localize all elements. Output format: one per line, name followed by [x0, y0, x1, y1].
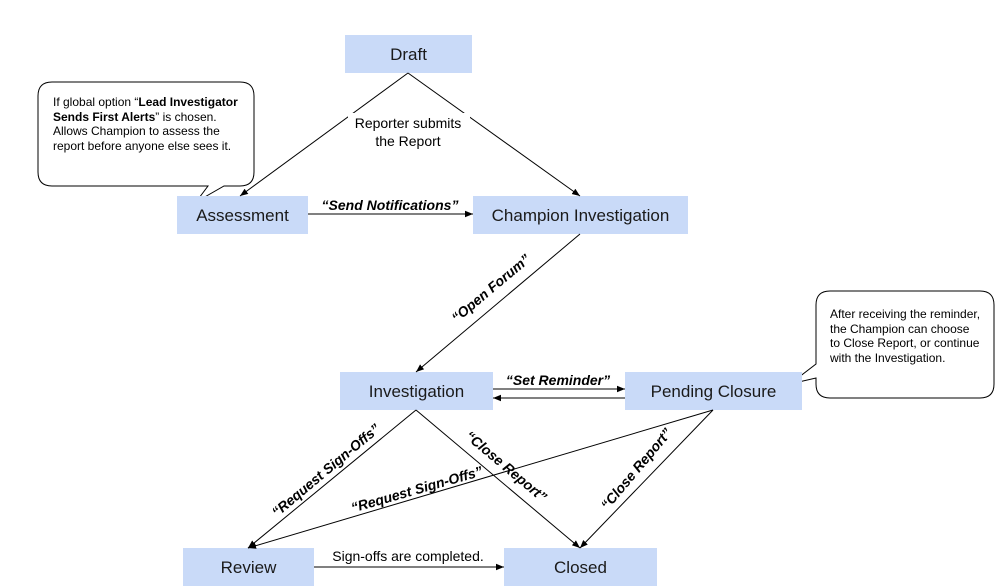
open-forum-label: “Open Forum” [448, 251, 533, 326]
edge-investigation-to-review [247, 409, 417, 549]
node-closed: Closed [504, 548, 657, 586]
lead-investigator-callout [37, 81, 255, 203]
reporter-submits-label: Reporter submits the Report [348, 113, 470, 151]
reminder-callout-body: After receiving the reminder, the Champi… [830, 307, 981, 365]
node-champion-investigation-label: Champion Investigation [492, 206, 670, 225]
node-review-label: Review [221, 558, 277, 577]
edge-draft-to-champion [407, 72, 581, 197]
lead-callout-suffix: ” is chosen. Allows Champion to assess t… [53, 109, 232, 153]
node-assessment-label: Assessment [196, 206, 289, 225]
node-investigation-label: Investigation [369, 382, 464, 401]
node-pending-closure: Pending Closure [625, 372, 802, 410]
edge-draft-to-assessment [239, 72, 409, 197]
edge-investigation-to-closed [415, 409, 581, 549]
lead-callout-bold: Lead Investigator Sends First Alerts [53, 95, 238, 124]
node-closed-label: Closed [554, 558, 607, 577]
lead-callout-prefix: If global option “ [53, 95, 139, 109]
signoffs-completed-label: Sign-offs are completed. [332, 548, 484, 564]
pending-closure-callout-text: After receiving the reminder, the Champi… [830, 307, 982, 365]
node-review: Review [183, 548, 314, 586]
set-reminder-label: “Set Reminder” [506, 372, 610, 388]
reporter-submits-line-2: the Report [375, 133, 440, 149]
edge-pending-to-closed [579, 409, 714, 549]
node-champion-investigation: Champion Investigation [473, 196, 688, 234]
lead-investigator-callout-text: If global option “Lead Investigator Send… [53, 95, 243, 153]
node-pending-closure-label: Pending Closure [651, 382, 777, 401]
request-signoffs-label-2: “Request Sign-Offs” [349, 463, 484, 516]
close-report-label-2: “Close Report” [598, 425, 675, 513]
node-draft: Draft [345, 35, 472, 73]
node-draft-label: Draft [390, 45, 427, 64]
edge-champion-to-investigation [415, 233, 581, 373]
node-assessment: Assessment [177, 196, 308, 234]
reporter-submits-line-1: Reporter submits [355, 115, 462, 131]
edge-pending-to-review [247, 409, 714, 549]
node-investigation: Investigation [340, 372, 493, 410]
pending-closure-callout [789, 290, 995, 399]
send-notifications-label: “Send Notifications” [322, 197, 459, 213]
